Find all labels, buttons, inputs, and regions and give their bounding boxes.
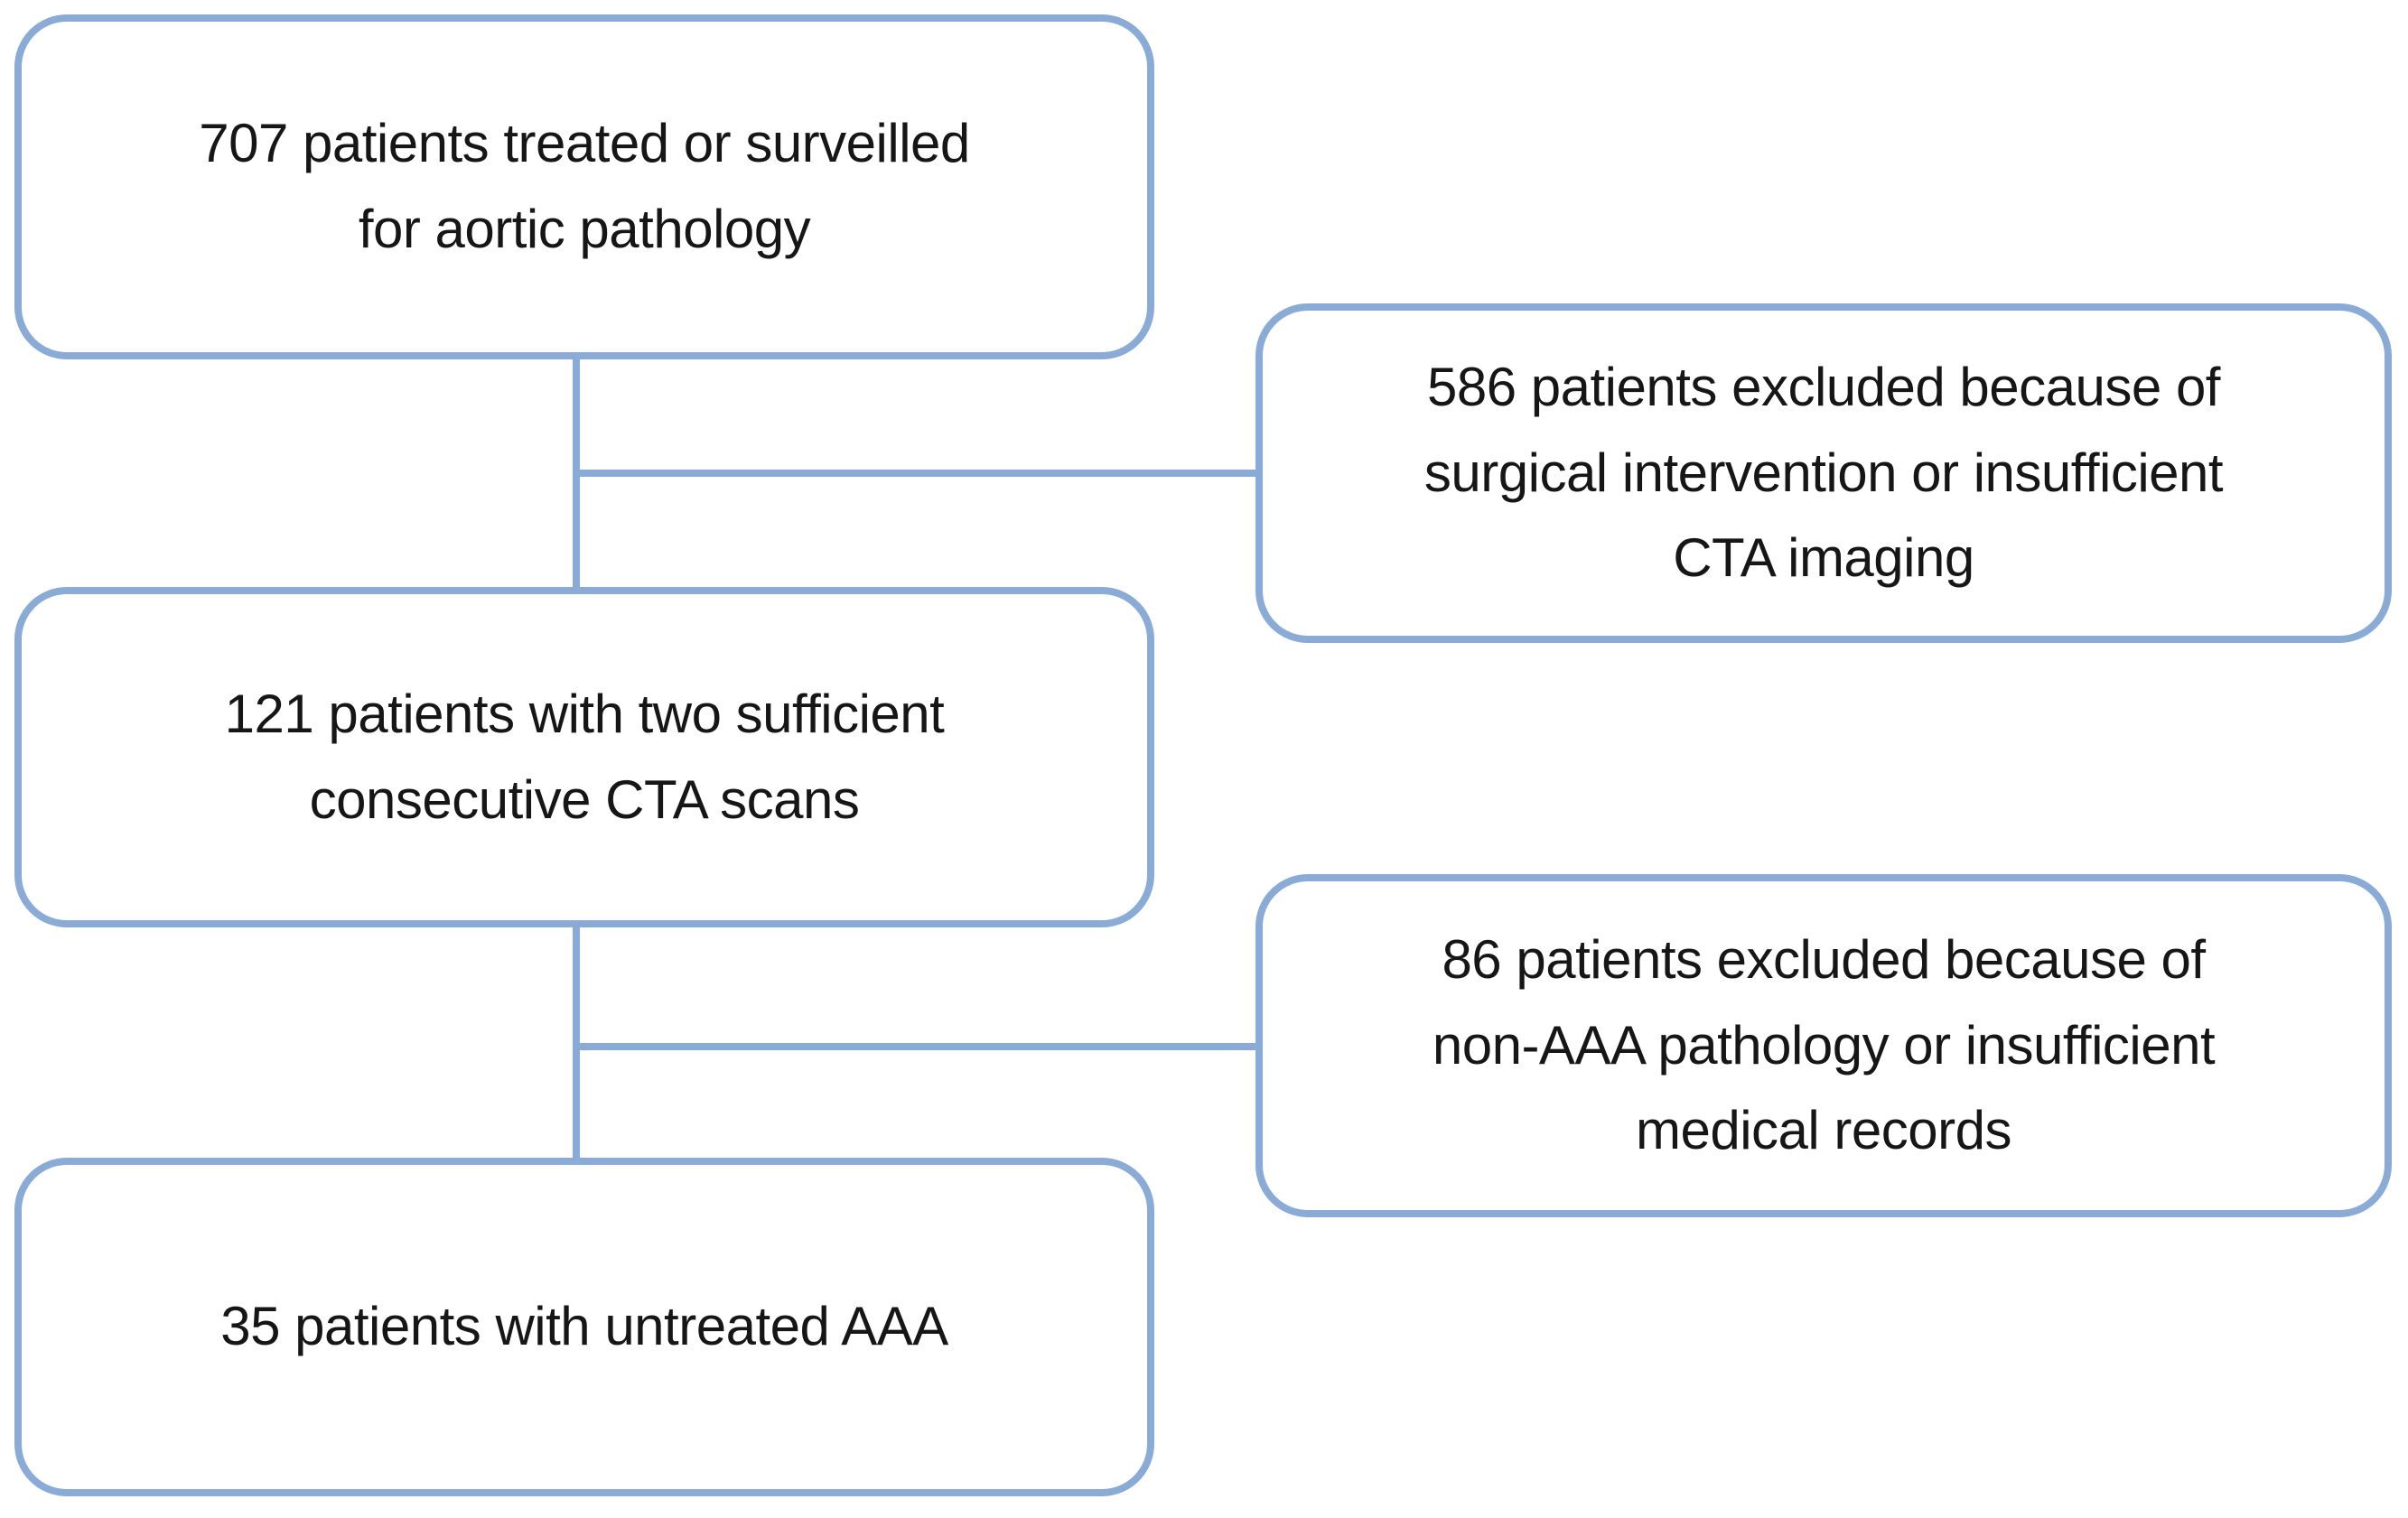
connector-branch-to-86 — [576, 1043, 1259, 1050]
flow-box-35-label: 35 patients with untreated AAA — [220, 1296, 948, 1357]
flow-box-86-label: 86 patients excluded because of non-AAA … — [1432, 928, 2216, 1161]
flow-box-707-patients: 707 patients treated or surveilled for a… — [14, 14, 1154, 359]
connector-121-to-35 — [573, 927, 580, 1158]
flow-box-707-label: 707 patients treated or surveilled for a… — [199, 113, 970, 259]
flow-box-86-excluded: 86 patients excluded because of non-AAA … — [1255, 874, 2392, 1217]
flow-box-121-patients: 121 patients with two sufficient consecu… — [14, 587, 1154, 927]
flow-box-586-excluded: 586 patients excluded because of surgica… — [1255, 303, 2392, 643]
flow-box-35-patients: 35 patients with untreated AAA — [14, 1158, 1154, 1496]
flow-box-121-label: 121 patients with two sufficient consecu… — [224, 683, 945, 830]
flow-box-586-label: 586 patients excluded because of surgica… — [1423, 356, 2224, 589]
connector-branch-to-586 — [576, 470, 1259, 477]
